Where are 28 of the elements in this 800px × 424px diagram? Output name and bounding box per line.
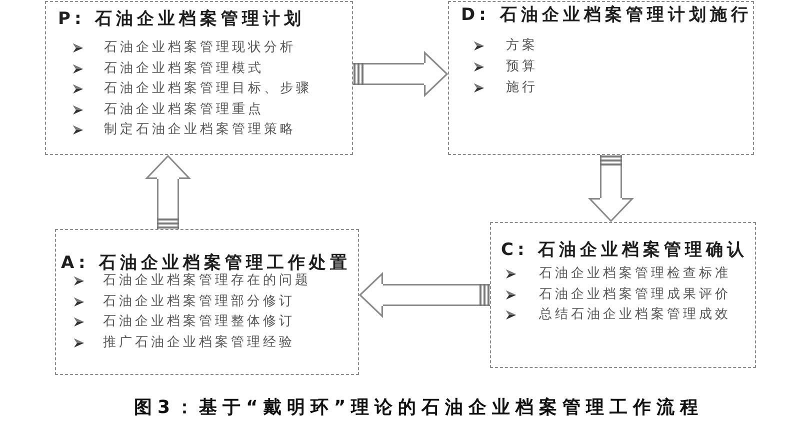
node-heading: A: 石油企业档案管理工作处置 [61,252,352,273]
list-item-text: 推广石油企业档案管理经验 [103,334,295,352]
list-item-text: 石油企业档案管理检查标准 [539,265,731,283]
list-item-text: 石油企业档案管理现状分析 [104,39,296,57]
node-heading: P: 石油企业档案管理计划 [58,8,306,30]
list-item-text: 方案 [506,37,538,55]
list-item-text: 石油企业档案管理模式 [104,60,264,78]
node-heading: D: 石油企业档案管理计划施行 [461,4,752,26]
process-box [55,229,359,375]
list-item-text: 石油企业档案管理整体修订 [103,313,295,332]
list-item-text: 总结石油企业档案管理成效 [539,306,731,324]
process-box [490,222,756,368]
process-box [45,1,353,155]
block-arrow [145,154,191,229]
node-heading: C: 石油企业档案管理确认 [501,239,748,261]
list-item-text: 石油企业档案管理目标、步骤 [104,80,312,98]
block-arrow [588,155,634,223]
block-arrow [358,272,490,318]
block-arrow [353,51,449,97]
process-box [448,1,754,155]
list-item-text: 施行 [506,79,538,97]
list-item-text: 石油企业档案管理存在的问题 [103,272,311,290]
list-item-text: 预算 [506,58,538,76]
list-item-text: 石油企业档案管理重点 [104,100,264,118]
list-item-text: 石油企业档案管理部分修订 [103,292,295,311]
list-item-text: 石油企业档案管理成果评价 [539,286,731,304]
list-item-text: 制定石油企业档案管理策略 [104,121,296,139]
figure-caption: 图3：基于“戴明环”理论的石油企业档案管理工作流程 [134,396,704,420]
